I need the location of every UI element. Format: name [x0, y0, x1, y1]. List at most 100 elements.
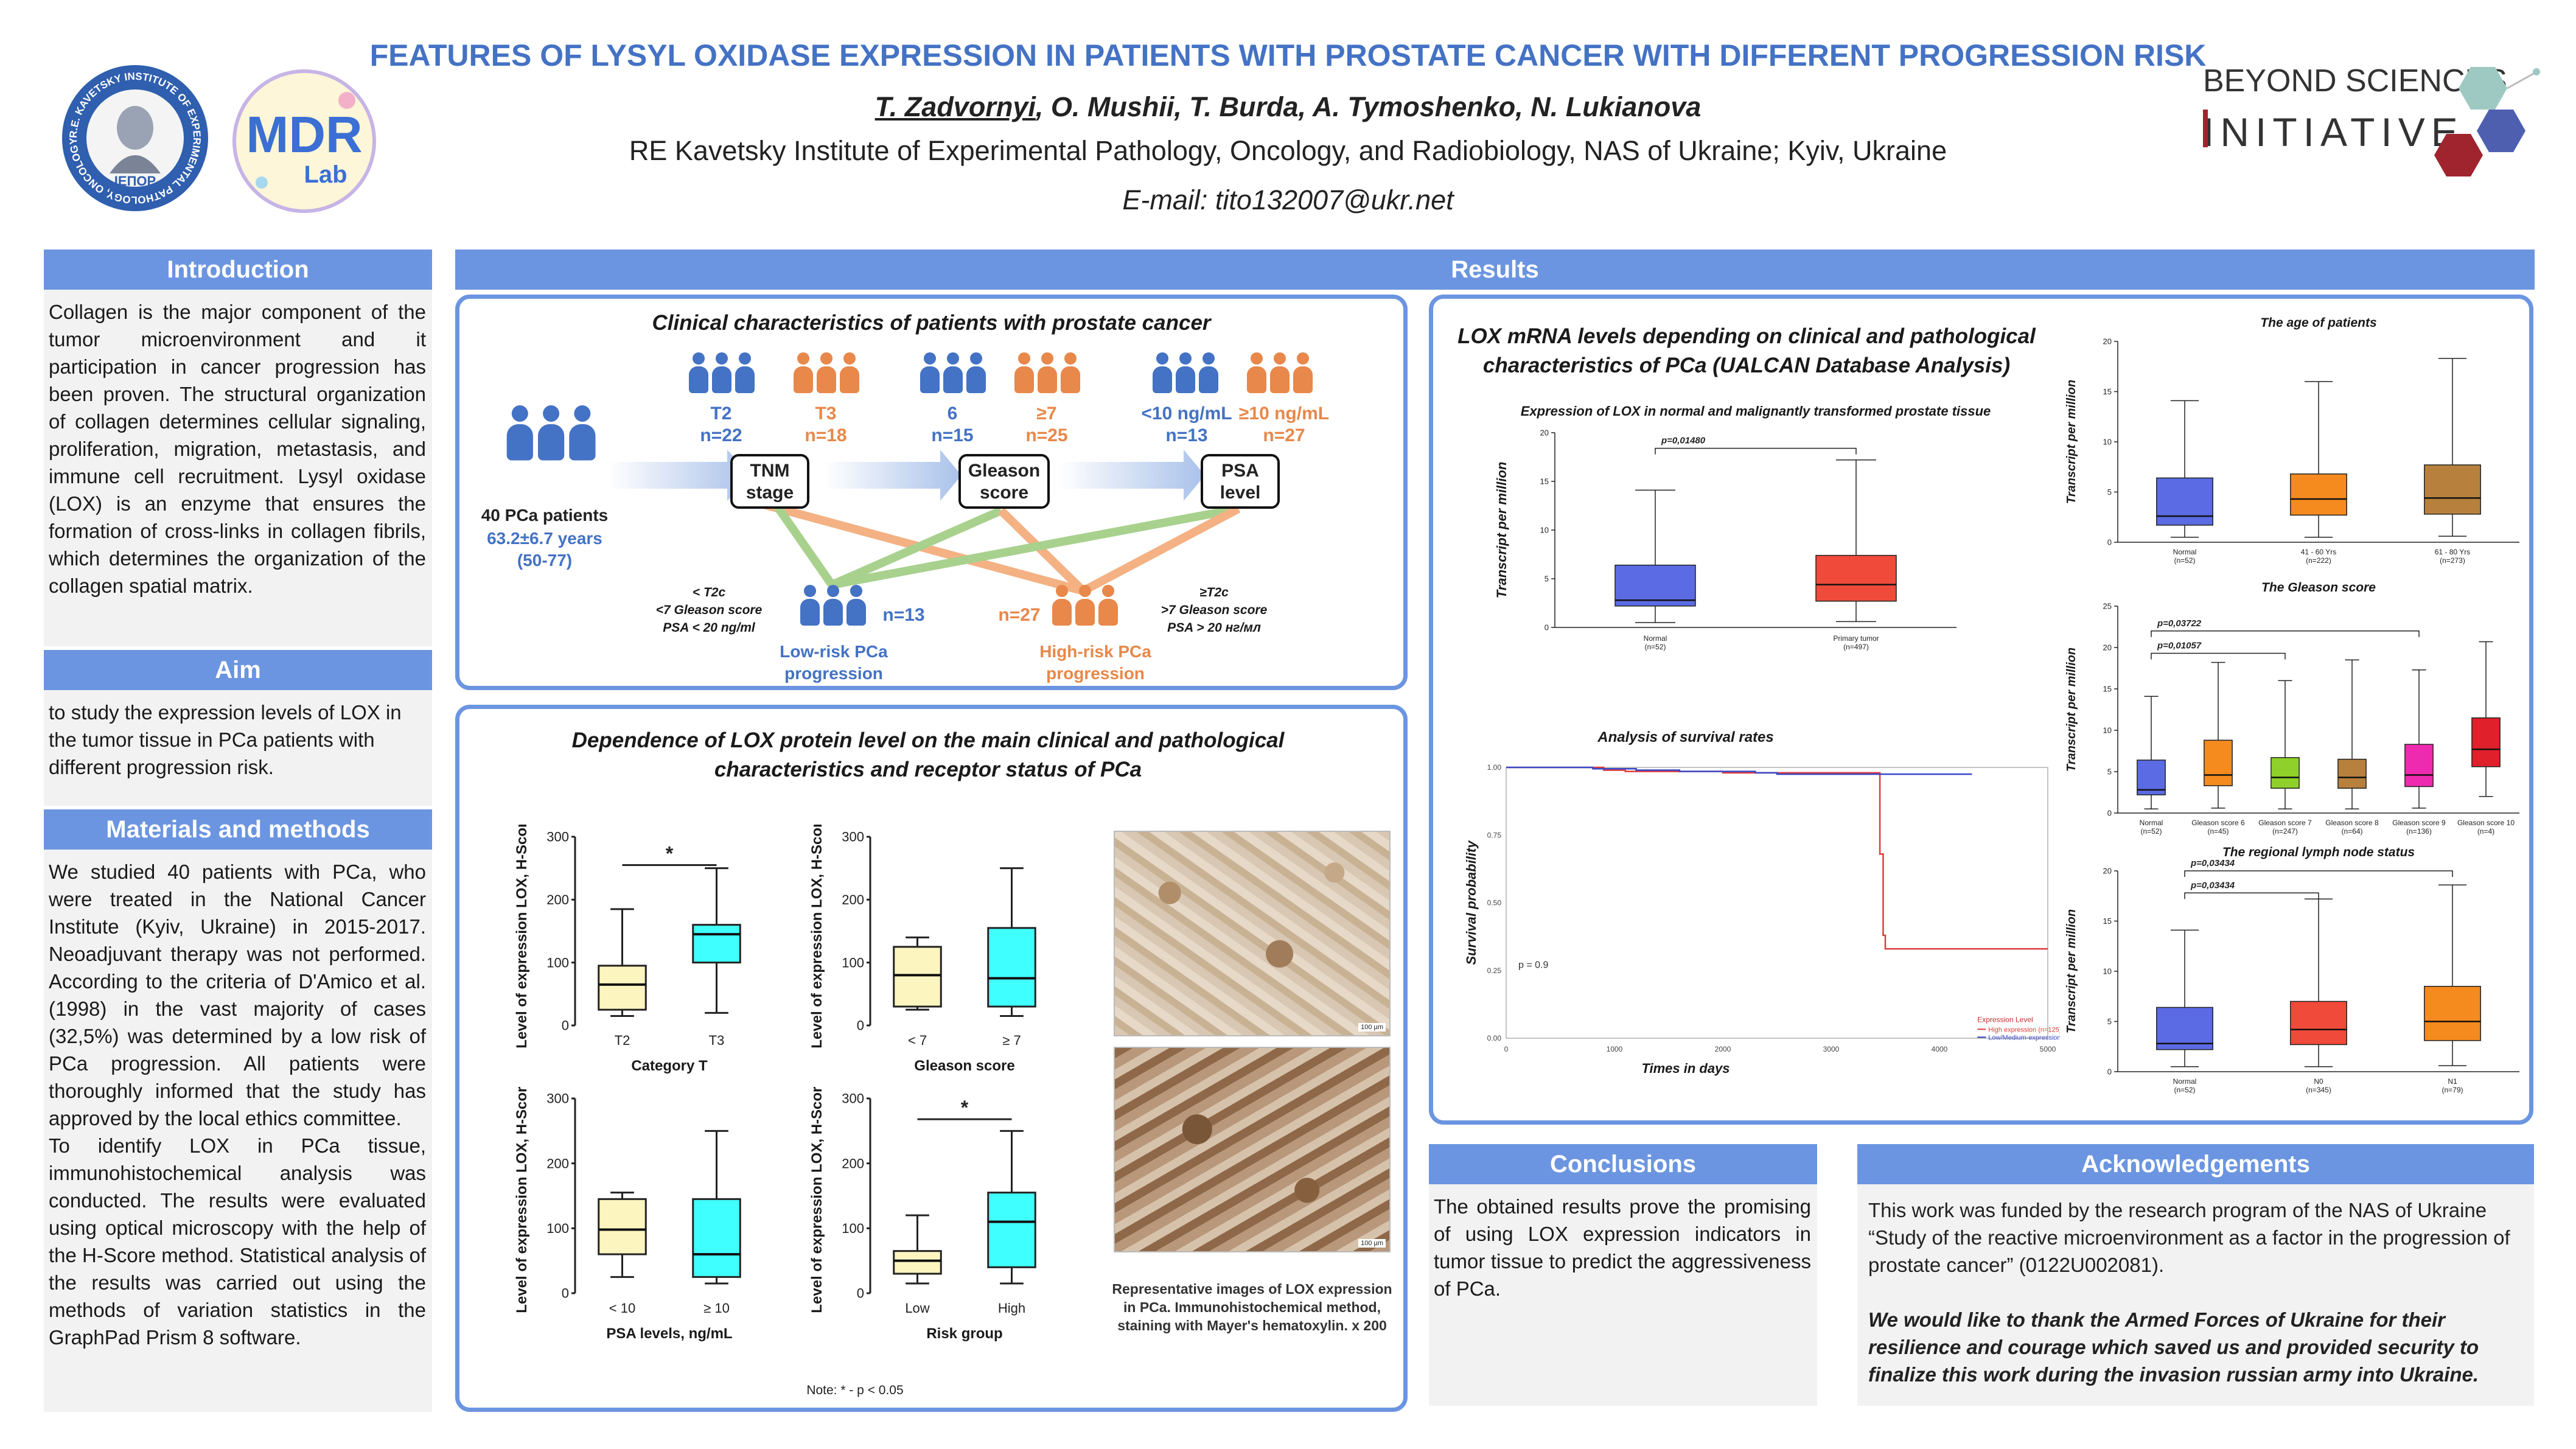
y-tick-label: 5 [1545, 574, 1549, 584]
mdr-lab-logo: MDR Lab [219, 67, 393, 216]
gleason-score-box: Gleason score [958, 454, 1050, 509]
y-tick-label: 10 [1540, 526, 1549, 535]
y-tick-label: 0 [2107, 809, 2112, 818]
box-0 [1614, 564, 1696, 607]
affiliation: RE Kavetsky Institute of Experimental Pa… [629, 135, 1947, 166]
significance-label: p=0,03434 [2190, 880, 2235, 890]
protein-panel: Dependence of LOX protein level on the m… [455, 705, 1408, 1412]
significance-label: p=0,03722 [2157, 618, 2202, 629]
low-risk-group-icon [799, 585, 867, 627]
poster-title: FEATURES OF LYSYL OXIDASE EXPRESSION IN … [369, 38, 2207, 72]
category-sublabel: (n=52) [1644, 643, 1666, 651]
x-tick-label: 3000 [1823, 1045, 1840, 1053]
significance-bracket [1655, 447, 1857, 455]
legend-entry: High expression (n=125) [1988, 1026, 2060, 1033]
acknowledgements-heading: Acknowledgements [1857, 1144, 2534, 1184]
psa-high-label: ≥10 ng/mL [1238, 403, 1330, 424]
significance-bracket [2151, 630, 2420, 637]
ihc-caption: Representative images of LOX expression … [1112, 1281, 1392, 1333]
chart-title: The Gleason score [2261, 581, 2376, 595]
low-risk-label: Low-risk PCa progression [780, 642, 888, 683]
patients-age-range: (50-77) [517, 551, 573, 570]
box-0 [2156, 1007, 2213, 1050]
x-axis-label: Category T [631, 1058, 708, 1074]
link-line [831, 505, 1240, 589]
category-sublabel: (n=247) [2272, 827, 2298, 836]
y-tick-label: 300 [842, 1091, 864, 1106]
beyond-sciences-logo: BEYOND SCIENCES INITIATIVE [2203, 55, 2544, 176]
category-label: Gleason score 6 [2191, 819, 2245, 827]
chart-mrna-lymph: The regional lymph node status05101520Tr… [2065, 845, 2519, 1094]
x-tick-label: 5000 [2040, 1045, 2056, 1053]
chart-title: Expression of LOX in normal and malignan… [1521, 403, 1991, 419]
box-4 [2404, 744, 2434, 787]
y-tick-label: 200 [842, 1156, 864, 1171]
link-line [830, 506, 1003, 589]
t2-count: n=22 [700, 425, 742, 445]
high-risk-label: High-risk PCa progression [1039, 642, 1151, 683]
significance-bracket [2151, 652, 2286, 660]
y-tick-label: 0 [2107, 538, 2112, 547]
significance-label: * [961, 1097, 969, 1119]
category-label: Primary tumor [1833, 634, 1879, 643]
mrna-title: LOX mRNA levels depending on clinical an… [1457, 324, 2036, 377]
co-authors: , O. Mushii, T. Burda, A. Tymoshenko, N.… [1035, 91, 1702, 122]
scale-bar: 100 µm [1358, 1239, 1386, 1248]
y-tick-label: 5 [2107, 767, 2112, 777]
x-tick-label: 1000 [1607, 1045, 1623, 1053]
psa-low-count: n=13 [1165, 425, 1208, 445]
category-label: N1 [2448, 1077, 2457, 1086]
y-axis-label: Survival probability [1464, 840, 1479, 965]
gleason6-group-icon [919, 352, 987, 395]
p-value-annotation: p = 0.9 [1518, 960, 1548, 970]
psa-low-group-icon [1151, 352, 1220, 395]
link-line [772, 501, 836, 588]
category-sublabel: (n=345) [2306, 1086, 2331, 1094]
methods-paragraph-2: To identify LOX in PCa tissue, immunohis… [49, 1134, 426, 1349]
y-tick-label: 0.75 [1487, 831, 1502, 839]
flow-arrow [825, 450, 962, 501]
box-1 [987, 1192, 1036, 1268]
y-tick-label: 0 [2107, 1067, 2112, 1077]
category-sublabel: (n=273) [2440, 556, 2465, 565]
y-axis-label: Transcript per million [2065, 648, 2078, 772]
t2-label: T2 [710, 403, 732, 424]
y-axis-label: Level of expression LOX, H-Score [809, 1086, 825, 1313]
clinical-panel: Clinical characteristics of patients wit… [455, 295, 1408, 690]
category-sublabel: (n=52) [2174, 1086, 2195, 1094]
x-tick-label: 0 [1504, 1045, 1509, 1053]
y-tick-label: 20 [2103, 337, 2112, 346]
category-label: Gleason score 7 [2258, 819, 2312, 827]
psa-level-box: PSA level [1201, 454, 1280, 509]
category-label: Normal [1644, 634, 1667, 643]
y-tick-label: 0 [1545, 623, 1549, 632]
box-3 [2337, 758, 2367, 789]
category-label: < 7 [908, 1033, 927, 1048]
clinical-title: Clinical characteristics of patients wit… [652, 311, 1211, 335]
y-tick-label: 15 [2103, 685, 2112, 694]
first-author: T. Zadvornyi [874, 91, 1036, 122]
y-tick-label: 100 [842, 955, 864, 970]
category-label: T3 [709, 1033, 725, 1048]
x-tick-label: 4000 [1932, 1045, 1948, 1053]
link-line [998, 507, 1086, 595]
contact-email[interactable]: E-mail: tito132007@ukr.net [1122, 184, 1454, 215]
box-2 [2424, 986, 2481, 1041]
psa-high-group-icon [1246, 352, 1314, 395]
category-sublabel: (n=136) [2406, 827, 2432, 836]
y-tick-label: 100 [842, 1221, 864, 1236]
y-tick-label: 300 [546, 829, 569, 845]
y-tick-label: 15 [1540, 477, 1549, 486]
introduction-heading: Introduction [44, 250, 432, 290]
significance-label: * [666, 843, 674, 865]
methods-heading: Materials and methods [44, 809, 432, 850]
acknowledgements-body: This work was funded by the research pro… [1857, 1184, 2534, 1406]
gleason7-group-icon [1013, 352, 1081, 395]
plot-frame [1506, 767, 2048, 1039]
